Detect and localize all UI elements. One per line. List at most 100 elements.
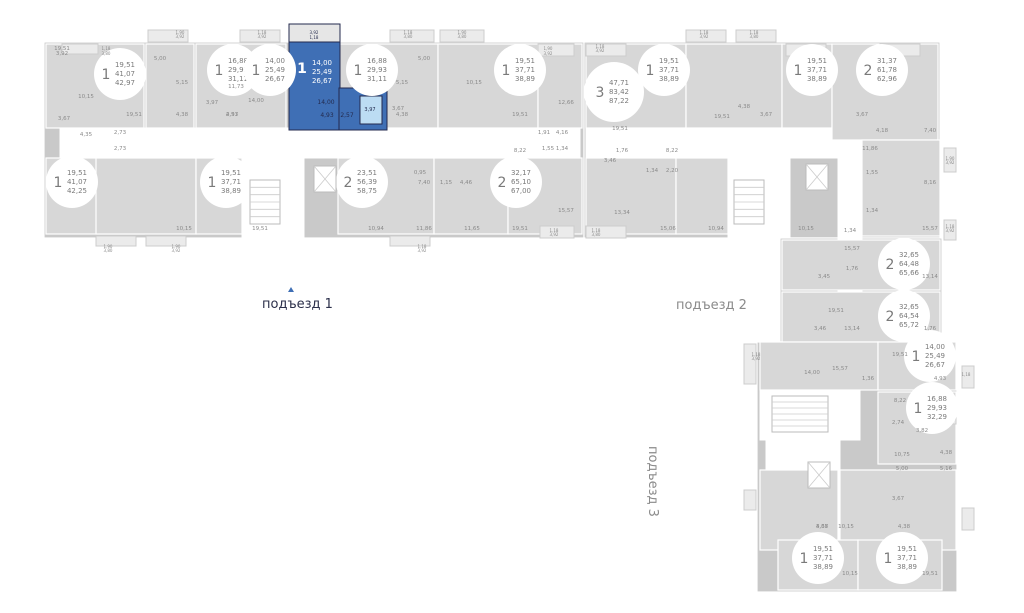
selected-bathroom [359,95,383,125]
room-area-label: 8,22 [894,398,906,404]
apartment-badge[interactable] [584,62,644,122]
balcony [943,147,957,173]
corridor-west [59,127,581,159]
apartment-cell[interactable] [537,43,583,129]
apartment-badge[interactable] [494,44,546,96]
balcony [585,225,627,239]
room-area-label: 4,93 [934,376,947,382]
room-area-label: 1,18 [750,30,759,35]
apartment-rooms-count: 1 [646,63,655,79]
apartment-full-area: 67,00 [511,187,531,195]
room-area-label: 19,51 [892,352,908,358]
apartment-cell[interactable] [675,157,729,235]
apartment-full-area: 38,89 [659,75,679,83]
apartment-full-area: 31,11 [228,75,248,83]
room-area-label: 1,18 [962,372,971,377]
room-area-label: 19,51 [512,112,528,118]
room-area-label: 1,18 [592,228,601,233]
entrance-1-label[interactable]: подъезд 1 [262,297,333,312]
selected-balcony-area: 3,92 [310,30,319,35]
balcony [145,235,187,247]
room-area-label: 3,92 [700,34,709,39]
apartment-rooms-count: 1 [102,67,111,83]
room-area-label: 3,80 [458,34,467,39]
room-area-label: 11,65 [464,226,480,232]
room-area-label: 5,00 [154,56,167,62]
room-area-label: 1,36 [862,376,875,382]
room-area-label: 19,51 [252,226,268,232]
selected-apartment[interactable] [288,41,341,131]
room-area-label: 19,51 [512,226,528,232]
apartment-full-area: 26,67 [925,361,945,369]
entrance-2-label[interactable]: подъезд 2 [676,298,747,313]
room-area-label: 13,34 [614,210,630,216]
apartment-rooms-count: 1 [912,349,921,365]
apartment-rooms-count: 1 [914,401,923,417]
apartment-cell[interactable] [585,157,677,235]
apartment-badge[interactable] [878,290,930,342]
room-area-label: 10,15 [798,226,814,232]
apartment-badge[interactable] [786,44,838,96]
room-area-label: 19,51 [828,308,844,314]
apartment-badge[interactable] [94,48,146,100]
room-area-label: 15,57 [844,246,860,252]
selected-room-area: 3,97 [364,107,375,113]
room-area-label: 3,80 [102,51,111,56]
apartment-cell[interactable] [145,43,195,129]
apartment-badge[interactable] [876,532,928,584]
room-area-label: 11,86 [416,226,432,232]
apartment-cell[interactable] [685,43,783,129]
apartment-badge[interactable] [878,238,930,290]
apartment-badge[interactable] [856,44,908,96]
room-area-label: 3,92 [544,51,553,56]
entrance-3-label[interactable]: подъезд 3 [645,446,660,517]
apartment-badge[interactable] [207,44,259,96]
apartment-badge[interactable] [906,382,958,434]
room-area-label: 4,35 [80,132,93,138]
apartment-full-area: 32,29 [927,413,947,421]
room-area-label: 3,92 [752,356,761,361]
balcony [539,225,575,239]
apartment-total-area: 61,78 [877,66,897,74]
apartment-living-area: 19,51 [813,545,833,553]
room-area-label: 10,15 [838,524,854,530]
apartment-cell[interactable] [861,139,941,237]
room-area-label: 4,38 [940,450,953,456]
room-area-label: 4,46 [460,180,473,186]
room-area-label: 4,38 [898,524,911,530]
elevator-cross [805,163,829,191]
apartment-total-area: 37,71 [897,554,917,562]
balcony [389,235,431,247]
room-area-label: 4,18 [876,128,889,134]
apartment-badge[interactable] [200,156,252,208]
apartment-cell[interactable] [759,341,879,391]
room-area-label: 12,66 [558,100,574,106]
selected-total-area: 25,49 [312,68,332,76]
apartment-badge[interactable] [336,156,388,208]
room-area-label: 19,51 [54,46,70,52]
room-area-label: 1,18 [752,352,761,357]
balcony [61,43,99,55]
balcony [743,489,757,511]
apartment-total-area: 41,07 [67,178,87,186]
apartment-badge[interactable] [638,44,690,96]
balcony [685,29,727,43]
balcony [743,343,757,385]
apartment-badge[interactable] [244,44,296,96]
apartment-badge[interactable] [490,156,542,208]
apartment-living-area: 19,51 [221,169,241,177]
apartment-badge[interactable] [46,156,98,208]
apartment-badge[interactable] [904,330,956,382]
room-area-label: 7,40 [924,128,937,134]
apartment-full-area: 31,11 [367,75,387,83]
apartment-living-area: 14,00 [925,343,945,351]
room-area-label: 10,75 [894,452,910,458]
apartment-cell[interactable] [95,157,197,235]
apartment-rooms-count: 1 [208,175,217,191]
apartment-badge[interactable] [346,44,398,96]
apartment-living-area: 19,51 [515,57,535,65]
apartment-rooms-count: 1 [794,63,803,79]
room-area-label: 1,91 [538,130,550,136]
room-area-label: 3,80 [104,248,113,253]
apartment-badge[interactable] [792,532,844,584]
